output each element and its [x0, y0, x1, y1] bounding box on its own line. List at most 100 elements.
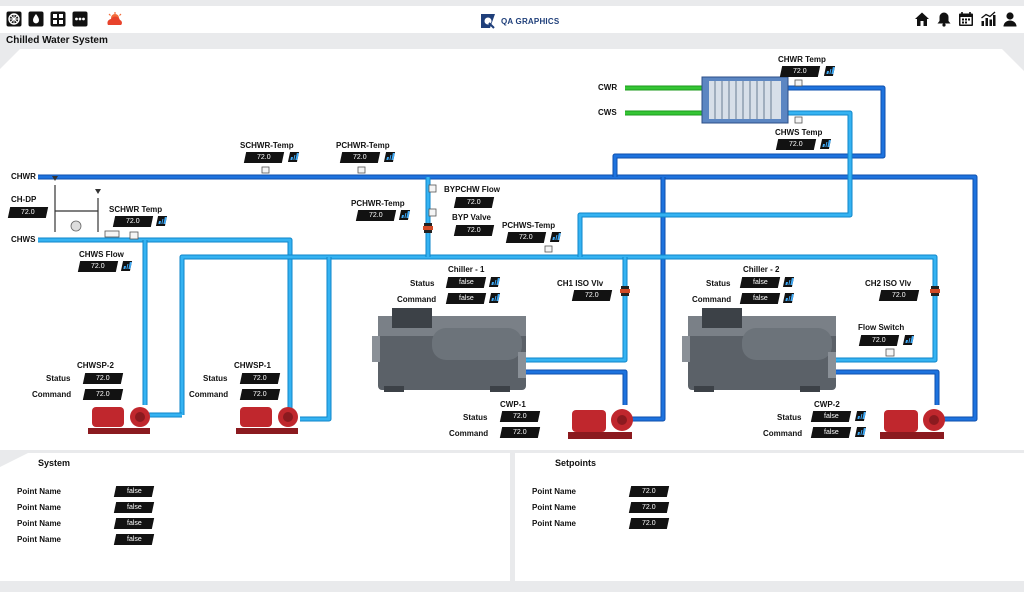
- schwr-temp-top-label: SCHWR-Temp: [240, 141, 294, 150]
- ch2-iso-label: CH2 ISO Vlv: [865, 279, 912, 288]
- byp-valve-label: BYP Valve: [452, 213, 491, 222]
- cwp-2-status-label: Status: [777, 413, 802, 422]
- cwp-1-status-value[interactable]: 72.0: [499, 411, 541, 422]
- setpoint-row-3-value[interactable]: 72.0: [628, 518, 670, 529]
- setpoint-row-1-value[interactable]: 72.0: [628, 486, 670, 497]
- system-row-1-label: Point Name: [17, 487, 62, 496]
- ch1-iso-value[interactable]: 72.0: [571, 290, 613, 301]
- schwr-temp-value[interactable]: 72.0: [112, 216, 154, 227]
- bypchw-flow-value[interactable]: 72.0: [453, 197, 495, 208]
- cwp-1-command-label: Command: [449, 429, 489, 438]
- cloud-sun-icon[interactable]: [104, 11, 126, 27]
- schwr-temp-sensor-2: [104, 230, 120, 238]
- setpoint-row-3-label: Point Name: [532, 519, 577, 528]
- cwp-2-name: CWP-2: [814, 400, 840, 409]
- chwsp-2-pump[interactable]: [88, 407, 150, 434]
- setpoint-row-2-value[interactable]: 72.0: [628, 502, 670, 513]
- home-icon[interactable]: [914, 11, 930, 27]
- system-panel-corner: [0, 453, 28, 467]
- setpoint-row-2-label: Point Name: [532, 503, 577, 512]
- system-row-3-value[interactable]: false: [113, 518, 155, 529]
- chwsp-2-command-value[interactable]: 72.0: [82, 389, 124, 400]
- chws-label: CHWS: [11, 235, 36, 244]
- cwp-2-pump[interactable]: [880, 409, 945, 439]
- logo-text: QA GRAPHICS: [501, 16, 560, 26]
- chwsp-2-status-label: Status: [46, 374, 71, 383]
- qa-logo: QA GRAPHICS: [478, 10, 559, 32]
- system-panel-title: System: [38, 458, 71, 468]
- byp-valve-sensor: [428, 208, 437, 217]
- bypass-valve[interactable]: [423, 223, 433, 233]
- chwsp-2-status-value[interactable]: 72.0: [82, 373, 124, 384]
- chwr-temp-sensor: [794, 79, 803, 87]
- chiller-1-graphic[interactable]: [372, 308, 526, 392]
- setpoint-row-1-label: Point Name: [532, 487, 577, 496]
- flow-switch-value[interactable]: 72.0: [858, 335, 900, 346]
- ch2-iso-value[interactable]: 72.0: [878, 290, 920, 301]
- water-drop-icon[interactable]: [28, 11, 44, 27]
- system-row-1-value[interactable]: false: [113, 486, 155, 497]
- pchwr-temp-top-value[interactable]: 72.0: [339, 152, 381, 163]
- cws-label: CWS: [598, 108, 617, 117]
- chdp-value[interactable]: 72.0: [7, 207, 49, 218]
- chiller-2-command-value[interactable]: false: [739, 293, 781, 304]
- wheel-icon[interactable]: [6, 11, 22, 27]
- bell-icon[interactable]: [936, 11, 952, 27]
- ch2-iso-valve[interactable]: [930, 286, 940, 296]
- system-row-2-value[interactable]: false: [113, 502, 155, 513]
- top-bar: QA GRAPHICS: [0, 6, 1024, 33]
- user-icon[interactable]: [1002, 11, 1018, 27]
- cwp-1-pump[interactable]: [568, 409, 633, 439]
- chart-icon[interactable]: [980, 11, 996, 27]
- pchwr-temp-label: PCHWR-Temp: [351, 199, 405, 208]
- chwsp-1-name: CHWSP-1: [234, 361, 271, 370]
- cwp-2-status-value[interactable]: false: [810, 411, 852, 422]
- chiller-1-command-value[interactable]: false: [445, 293, 487, 304]
- pchws-temp-sensor: [544, 245, 553, 253]
- chwr-temp-hx-label: CHWR Temp: [778, 55, 826, 64]
- setpoints-panel: Setpoints Point Name 72.0 Point Name 72.…: [515, 453, 1024, 581]
- chwsp-1-command-value[interactable]: 72.0: [239, 389, 281, 400]
- system-row-4-value[interactable]: false: [113, 534, 155, 545]
- chws-flow-value[interactable]: 72.0: [77, 261, 119, 272]
- chwr-temp-hx-value[interactable]: 72.0: [779, 66, 821, 77]
- flow-switch-sensor: [885, 348, 895, 357]
- cwp-1-command-value[interactable]: 72.0: [499, 427, 541, 438]
- schwr-temp-top-value[interactable]: 72.0: [243, 152, 285, 163]
- qa-logo-icon: [481, 14, 495, 29]
- corner-decor: [0, 49, 1024, 71]
- page-title: Chilled Water System: [6, 35, 108, 46]
- cwp-2-command-label: Command: [763, 429, 803, 438]
- chiller-2-graphic[interactable]: [682, 308, 836, 392]
- chiller-2-command-label: Command: [692, 295, 732, 304]
- schwr-temp-sensor: [261, 166, 270, 174]
- cwp-1-name: CWP-1: [500, 400, 526, 409]
- bypchw-flow-label: BYPCHW Flow: [444, 185, 500, 194]
- calendar-icon[interactable]: [958, 11, 974, 27]
- piping-diagram: [38, 76, 978, 439]
- chwsp-1-status-value[interactable]: 72.0: [239, 373, 281, 384]
- chwr-label: CHWR: [11, 172, 36, 181]
- grid-icon[interactable]: [50, 11, 66, 27]
- ch1-iso-valve[interactable]: [620, 286, 630, 296]
- ch1-iso-label: CH1 ISO Vlv: [557, 279, 604, 288]
- dp-gauge: [52, 176, 101, 232]
- chiller-2-status-value[interactable]: false: [739, 277, 781, 288]
- chws-temp-hx-label: CHWS Temp: [775, 128, 823, 137]
- heat-exchanger[interactable]: [701, 76, 789, 124]
- pchwr-temp-value[interactable]: 72.0: [355, 210, 397, 221]
- pchws-temp-label: PCHWS-Temp: [502, 221, 556, 230]
- system-row-4-label: Point Name: [17, 535, 62, 544]
- pchws-temp-value[interactable]: 72.0: [505, 232, 547, 243]
- chiller-1-status-label: Status: [410, 279, 435, 288]
- chwsp-2-command-label: Command: [32, 390, 72, 399]
- chiller-1-command-label: Command: [397, 295, 437, 304]
- chws-temp-hx-value[interactable]: 72.0: [775, 139, 817, 150]
- chws-flow-label: CHWS Flow: [79, 250, 124, 259]
- chiller-1-status-value[interactable]: false: [445, 277, 487, 288]
- chws-flow-sensor: [129, 231, 139, 240]
- cwp-2-command-value[interactable]: false: [810, 427, 852, 438]
- byp-valve-value[interactable]: 72.0: [453, 225, 495, 236]
- chwsp-1-pump[interactable]: [236, 407, 298, 434]
- more-icon[interactable]: [72, 11, 88, 27]
